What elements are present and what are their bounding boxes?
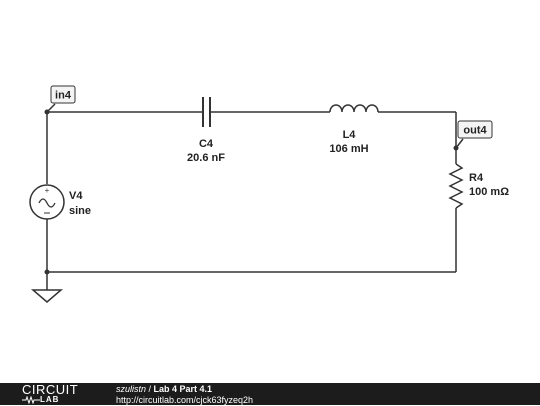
- circuit-meta: szulistn / Lab 4 Part 4.1 http://circuit…: [116, 384, 253, 406]
- footer-bar: CIRCUIT LAB szulistn / Lab 4 Part 4.1 ht…: [0, 383, 540, 405]
- inductor-coil: [329, 104, 379, 113]
- source-value: sine: [69, 205, 91, 217]
- junction-dot-ground: [44, 269, 50, 275]
- circuit-url[interactable]: http://circuitlab.com/cjck63fyzeq2h: [116, 395, 254, 405]
- node-label-in4-text: in4: [55, 90, 72, 102]
- inductor-value: 106 mH: [329, 143, 368, 155]
- author-link[interactable]: szulistn: [116, 384, 147, 394]
- circuit-title: Lab 4 Part 4.1: [153, 384, 213, 394]
- logo-text-top: CIRCUIT: [22, 382, 79, 397]
- resistor-name: R4: [469, 172, 484, 184]
- resistor-zigzag: [448, 163, 464, 209]
- inductor-name: L4: [343, 129, 357, 141]
- sine-wave-icon: [38, 198, 56, 208]
- capacitor-value: 20.6 nF: [187, 152, 225, 164]
- path-separator: /: [146, 384, 154, 394]
- source-name: V4: [69, 190, 83, 202]
- ground-icon: [30, 289, 64, 303]
- node-label-in4[interactable]: in4: [46, 85, 76, 113]
- logo-circuit-icon: [22, 396, 40, 404]
- logo-text-bottom: LAB: [40, 395, 60, 404]
- source-plus-icon: +: [45, 186, 50, 195]
- capacitor-name: C4: [199, 138, 214, 150]
- node-label-out4[interactable]: out4: [455, 120, 493, 149]
- schematic-canvas: + in4 out4 C4 20.6 nF L4 106 mH R4 100 m…: [29, 85, 509, 303]
- resistor-value: 100 mΩ: [469, 186, 509, 198]
- node-label-out4-text: out4: [463, 125, 487, 137]
- circuitlab-logo[interactable]: CIRCUIT LAB: [22, 383, 102, 405]
